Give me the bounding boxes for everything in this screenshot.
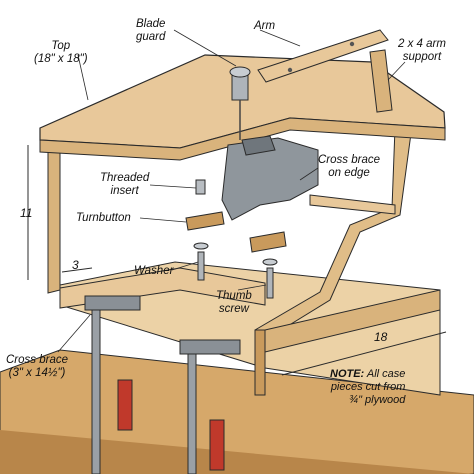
threaded-insert	[195, 179, 206, 195]
turnbutton-right	[249, 231, 287, 253]
label-cross-brace-bottom: Cross brace(3" x 14½")	[6, 354, 68, 379]
note-block: NOTE: All case pieces cut from ¾" plywoo…	[330, 368, 405, 407]
washer-right	[262, 258, 278, 266]
jigsaw-body	[221, 137, 319, 221]
workbench-front	[0, 430, 474, 474]
right-end-panel	[254, 329, 266, 396]
top-panel-edge	[39, 117, 446, 161]
dim-depth-value: 3	[72, 258, 79, 272]
jigsaw-handle	[241, 135, 276, 156]
turnbutton-left	[185, 211, 225, 231]
dim-width-line	[281, 331, 447, 376]
note-label: NOTE:	[330, 368, 365, 380]
cross-brace-on-edge	[309, 194, 396, 215]
blade-guard-cap	[229, 66, 251, 78]
note-line-3: ¾" plywood	[348, 394, 406, 406]
leader-lines	[57, 29, 406, 353]
left-side-panel	[47, 137, 61, 294]
thumb-screw-right	[266, 267, 274, 299]
note-line-1: All case	[364, 368, 406, 380]
washer-left	[193, 242, 209, 250]
clamp-right	[179, 339, 241, 474]
clamp-left	[84, 295, 141, 474]
label-arm: Arm	[254, 20, 276, 32]
arm-bolt-1	[287, 67, 293, 73]
label-top: Top(18" x 18")	[34, 40, 88, 65]
dim-width-value: 18	[374, 330, 388, 344]
dim-height-value: 11	[20, 206, 33, 220]
dim-depth-line	[61, 267, 93, 273]
thumb-screw-left	[197, 251, 205, 281]
label-washer: Washer	[134, 265, 174, 277]
arm-bolt-2	[349, 41, 355, 47]
label-turnbutton: Turnbutton	[76, 212, 131, 224]
note-line-2: pieces cut from	[330, 381, 406, 393]
arm-support	[369, 49, 393, 113]
